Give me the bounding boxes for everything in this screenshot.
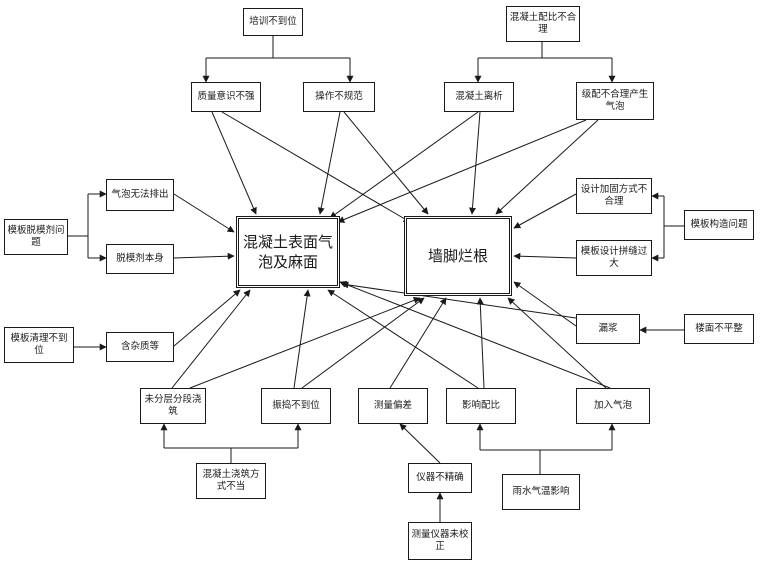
node-quality-awareness: 质量意识不强: [191, 82, 261, 112]
arrow-line: [343, 111, 429, 215]
node-segregation-label: 混凝土离析: [455, 91, 503, 103]
node-training-label: 培训不到位: [249, 16, 297, 28]
node-mix-ratio-label: 混凝土配比不合理: [509, 12, 577, 35]
node-cleaning-label: 模板清理不到位: [10, 333, 68, 356]
node-layered-pouring: 未分层分段浇筑: [140, 388, 206, 424]
node-cleaning: 模板清理不到位: [4, 327, 74, 363]
arrow-line: [389, 297, 447, 389]
arrow-line: [171, 289, 251, 389]
arrow-line: [339, 281, 611, 389]
node-residue-label: 含杂质等: [120, 341, 159, 353]
node-measure-error: 测量偏差: [358, 388, 428, 424]
node-release-agent-itself: 脱模剂本身: [106, 244, 174, 274]
arrow-line: [173, 193, 235, 233]
node-floor-uneven-label: 楼面不平整: [695, 323, 743, 335]
arrow-line: [469, 111, 481, 215]
center-concrete-surface-label: 混凝土表面气泡及麻面: [243, 232, 334, 271]
center-wall-root: 墙脚烂根: [404, 216, 512, 296]
arrow-line: [173, 252, 235, 260]
node-influence-ratio-label: 影响配比: [461, 400, 500, 412]
node-release-agent-itself-label: 脱模剂本身: [116, 253, 164, 265]
arrow-line: [301, 297, 425, 389]
arrow-line: [399, 423, 441, 464]
node-operation: 操作不规范: [303, 82, 375, 112]
node-pouring-method-label: 混凝土浇筑方式不当: [202, 469, 260, 492]
node-formwork-structure-label: 模板构造问题: [690, 219, 748, 231]
center-wall-root-label: 墙脚烂根: [427, 246, 488, 265]
node-instrument-uncalibrated-label: 测量仪器未校正: [411, 529, 469, 552]
node-training: 培训不到位: [243, 8, 303, 36]
arrow-line: [317, 111, 341, 215]
arrow-line: [337, 119, 587, 223]
node-release-agent-issue-label: 模板脱模剂问题: [7, 225, 65, 248]
node-measure-error-label: 测量偏差: [373, 400, 412, 412]
node-instrument-inaccurate: 仪器不精确: [408, 463, 472, 493]
node-instrument-inaccurate-label: 仪器不精确: [416, 472, 464, 484]
node-floor-uneven: 楼面不平整: [684, 314, 754, 344]
node-residue: 含杂质等: [106, 332, 174, 362]
node-vibration-label: 振捣不到位: [272, 400, 320, 412]
node-layered-pouring-label: 未分层分段浇筑: [144, 394, 202, 417]
node-air-escape: 气泡无法排出: [106, 179, 174, 211]
arrow-line: [327, 289, 479, 389]
arrow-line: [476, 297, 485, 389]
arrow-line: [341, 281, 577, 319]
arrow-line: [293, 289, 311, 389]
node-influence-ratio: 影响配比: [446, 388, 516, 424]
node-bubbles-mix: 级配不合理产生气泡: [576, 82, 654, 120]
node-air-entrain-label: 加入气泡: [593, 400, 632, 412]
node-leakage: 漏浆: [576, 314, 640, 344]
arrow-line: [495, 119, 599, 215]
arrow-line: [507, 297, 607, 389]
node-formwork-structure: 模板构造问题: [684, 210, 754, 240]
node-leakage-label: 漏浆: [598, 323, 618, 335]
node-formwork-design-gap: 模板设计拼缝过大: [576, 240, 652, 276]
arrow-line: [329, 111, 479, 219]
arrow-line: [189, 297, 421, 389]
arrow-line: [211, 111, 257, 215]
node-mix-ratio: 混凝土配比不合理: [506, 6, 580, 42]
node-bubbles-mix-label: 级配不合理产生气泡: [581, 89, 649, 112]
node-rain-temp-label: 雨水气温影响: [512, 486, 570, 498]
node-air-escape-label: 气泡无法排出: [111, 189, 169, 201]
arrow-line: [513, 252, 577, 260]
node-release-agent-issue: 模板脱模剂问题: [4, 219, 68, 255]
arrow-line: [513, 281, 577, 327]
node-rain-temp: 雨水气温影响: [502, 474, 580, 510]
arrow-line: [513, 193, 577, 229]
node-formwork-design-gap-label: 模板设计拼缝过大: [580, 246, 648, 269]
node-reinforce-design-label: 设计加固方式不合理: [580, 184, 648, 207]
node-vibration: 振捣不到位: [261, 388, 331, 424]
arrow-line: [221, 111, 411, 223]
node-quality-awareness-label: 质量意识不强: [197, 91, 255, 103]
center-concrete-surface: 混凝土表面气泡及麻面: [236, 216, 340, 288]
node-reinforce-design: 设计加固方式不合理: [576, 178, 652, 214]
node-operation-label: 操作不规范: [315, 91, 363, 103]
node-pouring-method: 混凝土浇筑方式不当: [196, 463, 266, 499]
node-segregation: 混凝土离析: [444, 82, 514, 112]
node-air-entrain: 加入气泡: [576, 388, 650, 424]
arrow-line: [173, 289, 241, 347]
node-instrument-uncalibrated: 测量仪器未校正: [408, 522, 472, 560]
